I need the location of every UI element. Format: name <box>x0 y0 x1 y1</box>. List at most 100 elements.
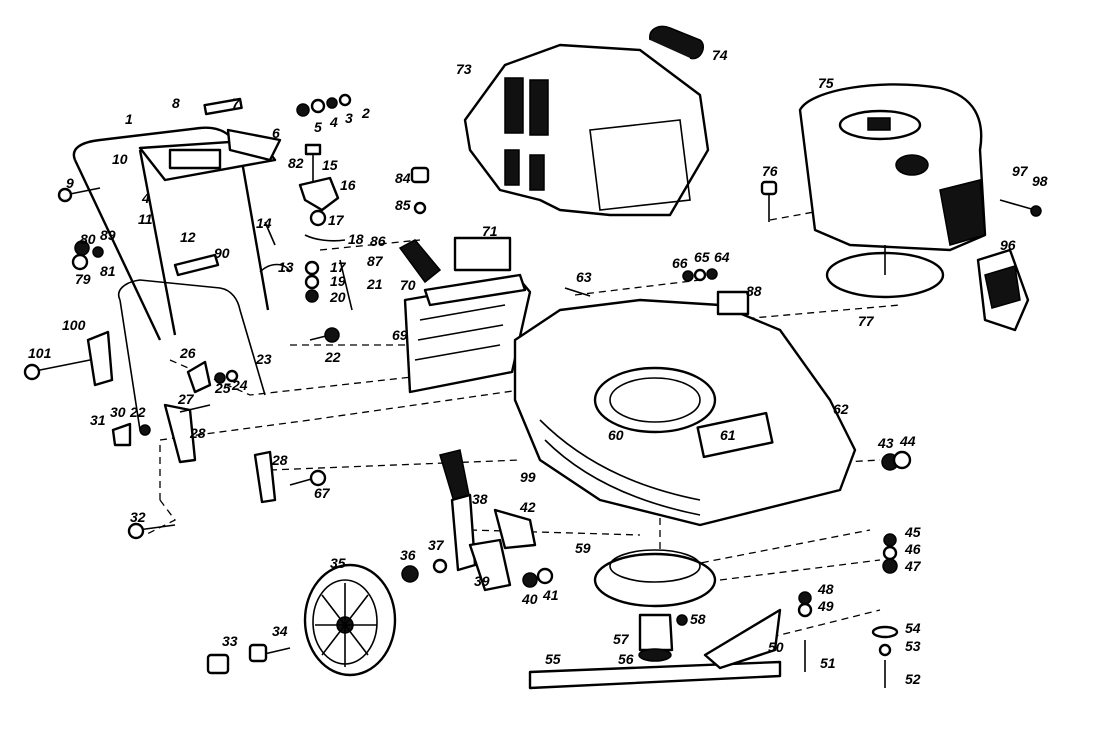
cover-vent-4 <box>529 154 545 191</box>
label-p22: 22 <box>324 349 341 365</box>
nut-98 <box>1030 205 1042 217</box>
label-p51: 51 <box>820 655 836 671</box>
bracket-39 <box>468 538 512 592</box>
label-p86: 86 <box>370 233 386 249</box>
cap-33 <box>206 653 230 675</box>
catcher-handle-70 <box>423 273 527 307</box>
label-p58: 58 <box>690 611 706 627</box>
label-p33: 33 <box>222 633 238 649</box>
label-p43: 43 <box>877 435 894 451</box>
ring-59 <box>593 552 717 608</box>
label-p54: 54 <box>905 620 921 636</box>
label-p77: 77 <box>858 313 875 329</box>
label-p21: 21 <box>366 276 383 292</box>
label-p99: 99 <box>520 469 536 485</box>
label-p71: 71 <box>482 223 498 239</box>
washer-2 <box>338 93 352 107</box>
label-p79: 79 <box>75 271 91 287</box>
handle-inner-bar <box>138 149 177 336</box>
label-p53: 53 <box>905 638 921 654</box>
lower-handle-left-bar <box>119 299 141 431</box>
handle-assembly <box>72 126 291 431</box>
label-p56: 56 <box>618 651 634 667</box>
bolt-32 <box>137 524 176 531</box>
blade-55 <box>528 660 782 690</box>
engine-side <box>939 179 986 246</box>
label-p87: 87 <box>367 253 384 269</box>
nut-47 <box>882 558 898 574</box>
bolt-90 <box>173 253 220 277</box>
engine-filler <box>895 154 929 176</box>
label-p41: 41 <box>542 587 559 603</box>
screw-97 <box>999 199 1036 211</box>
bolt-101 <box>29 359 91 373</box>
label-p85: 85 <box>395 197 411 213</box>
label-p14: 14 <box>256 215 272 231</box>
wheel-assembly <box>206 449 554 677</box>
bolt-15-head <box>304 143 322 156</box>
label-p49: 49 <box>817 598 834 614</box>
lever-38 <box>450 493 477 572</box>
blade-tip-50 <box>703 608 782 670</box>
label-p24: 24 <box>231 377 248 393</box>
handle-hardware <box>23 93 352 540</box>
label-p26: 26 <box>179 345 196 361</box>
label-p63: 63 <box>576 269 592 285</box>
label-p35: 35 <box>330 555 346 571</box>
label-p15: 15 <box>322 157 338 173</box>
lower-handle <box>118 279 266 396</box>
spring-21 <box>339 259 353 311</box>
washer-24 <box>225 369 239 383</box>
control-96-detail <box>984 265 1021 309</box>
label-p8: 8 <box>172 95 180 111</box>
bolt-27 <box>179 404 211 413</box>
label-p60: 60 <box>608 427 624 443</box>
label-p28b: 28 <box>271 452 288 468</box>
label-p47: 47 <box>904 558 922 574</box>
plate-42 <box>493 508 537 550</box>
washer-48 <box>798 591 812 605</box>
nut-64 <box>706 268 718 280</box>
label-p67: 67 <box>314 485 331 501</box>
label-p66: 66 <box>672 255 688 271</box>
nut-41 <box>536 567 554 585</box>
label-p20: 20 <box>329 289 346 305</box>
washer-56 <box>638 648 672 662</box>
handle-74 <box>649 25 704 60</box>
knob-79 <box>71 253 89 271</box>
nut-44 <box>892 450 912 470</box>
wheel-spokes <box>315 583 377 667</box>
washer-4 <box>310 98 326 114</box>
label-p27: 27 <box>177 391 195 407</box>
hub-36 <box>401 565 419 583</box>
washer-49 <box>797 602 813 618</box>
label-p90: 90 <box>214 245 230 261</box>
label-p64: 64 <box>714 249 730 265</box>
bolt-34-head <box>248 643 268 663</box>
label-p16: 16 <box>340 177 356 193</box>
adapter-57 <box>638 613 674 652</box>
label-p88: 88 <box>746 283 762 299</box>
nut-17b <box>304 260 320 276</box>
label-p30: 30 <box>110 404 126 420</box>
label-p11: 11 <box>138 211 153 227</box>
label-71 <box>453 236 512 272</box>
washer-85 <box>413 201 427 215</box>
label-p62: 62 <box>833 401 849 417</box>
label-p101: 101 <box>28 345 52 361</box>
cable-hardware <box>264 143 353 311</box>
knob-26 <box>186 360 212 394</box>
knob-5 <box>296 103 310 117</box>
part-labels: 1 2 3 4 4 5 6 7 8 9 10 11 12 13 14 15 16… <box>28 47 1048 687</box>
label-p22b: 22 <box>129 404 146 420</box>
label-p52: 52 <box>905 671 921 687</box>
washer-37 <box>432 558 448 574</box>
bracket-28a <box>163 403 197 464</box>
label-p61: 61 <box>720 427 736 443</box>
label-p81: 81 <box>100 263 116 279</box>
label-p17: 17 <box>328 212 345 228</box>
label-p89: 89 <box>100 227 116 243</box>
label-p48: 48 <box>817 581 834 597</box>
cover-shell <box>463 43 710 217</box>
